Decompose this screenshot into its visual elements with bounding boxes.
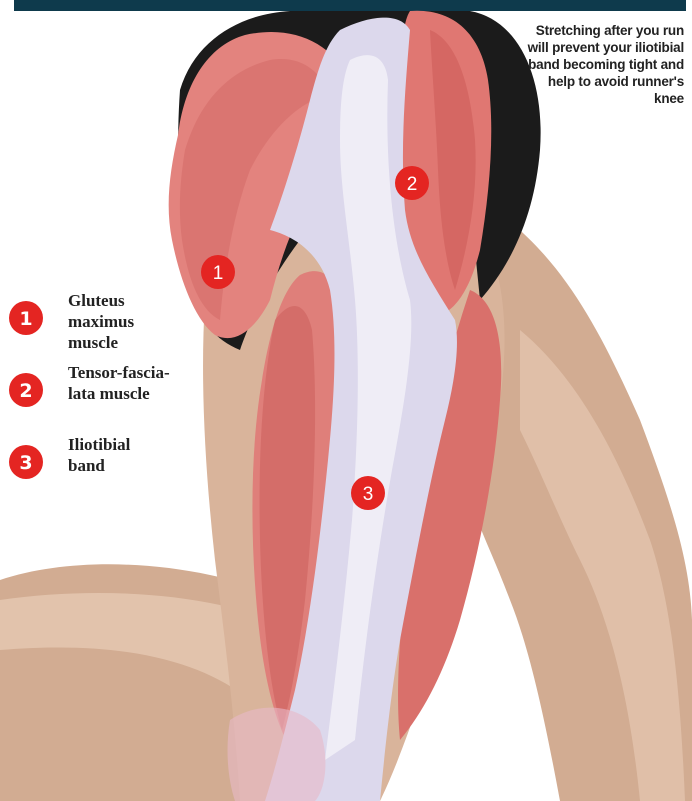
legend-number-badge: 2: [8, 372, 44, 408]
legend-number: 3: [19, 452, 32, 474]
legend-number-badge: 1: [8, 300, 44, 336]
legend-label: Iliotibial band: [68, 434, 158, 476]
legend: 1 Gluteus maximus muscle 2 Tensor-fascia…: [8, 290, 198, 506]
legend-number-badge: 3: [8, 444, 44, 480]
caption-text: Stretching after you run will prevent yo…: [524, 22, 684, 107]
marker-1-badge: 1: [201, 255, 235, 289]
marker-3-badge: 3: [351, 476, 385, 510]
marker-2-text: 2: [407, 174, 418, 195]
legend-label: Tensor-fascia-lata muscle: [68, 362, 178, 404]
legend-item: 2 Tensor-fascia-lata muscle: [8, 362, 198, 434]
legend-item: 3 Iliotibial band: [8, 434, 198, 506]
legend-number: 1: [19, 308, 32, 330]
marker-2-badge: 2: [395, 166, 429, 200]
legend-item: 1 Gluteus maximus muscle: [8, 290, 198, 362]
legend-number: 2: [19, 380, 32, 402]
legend-label: Gluteus maximus muscle: [68, 290, 178, 353]
knee-skin: [228, 708, 326, 801]
marker-3-text: 3: [363, 484, 374, 505]
marker-1-text: 1: [213, 263, 224, 284]
